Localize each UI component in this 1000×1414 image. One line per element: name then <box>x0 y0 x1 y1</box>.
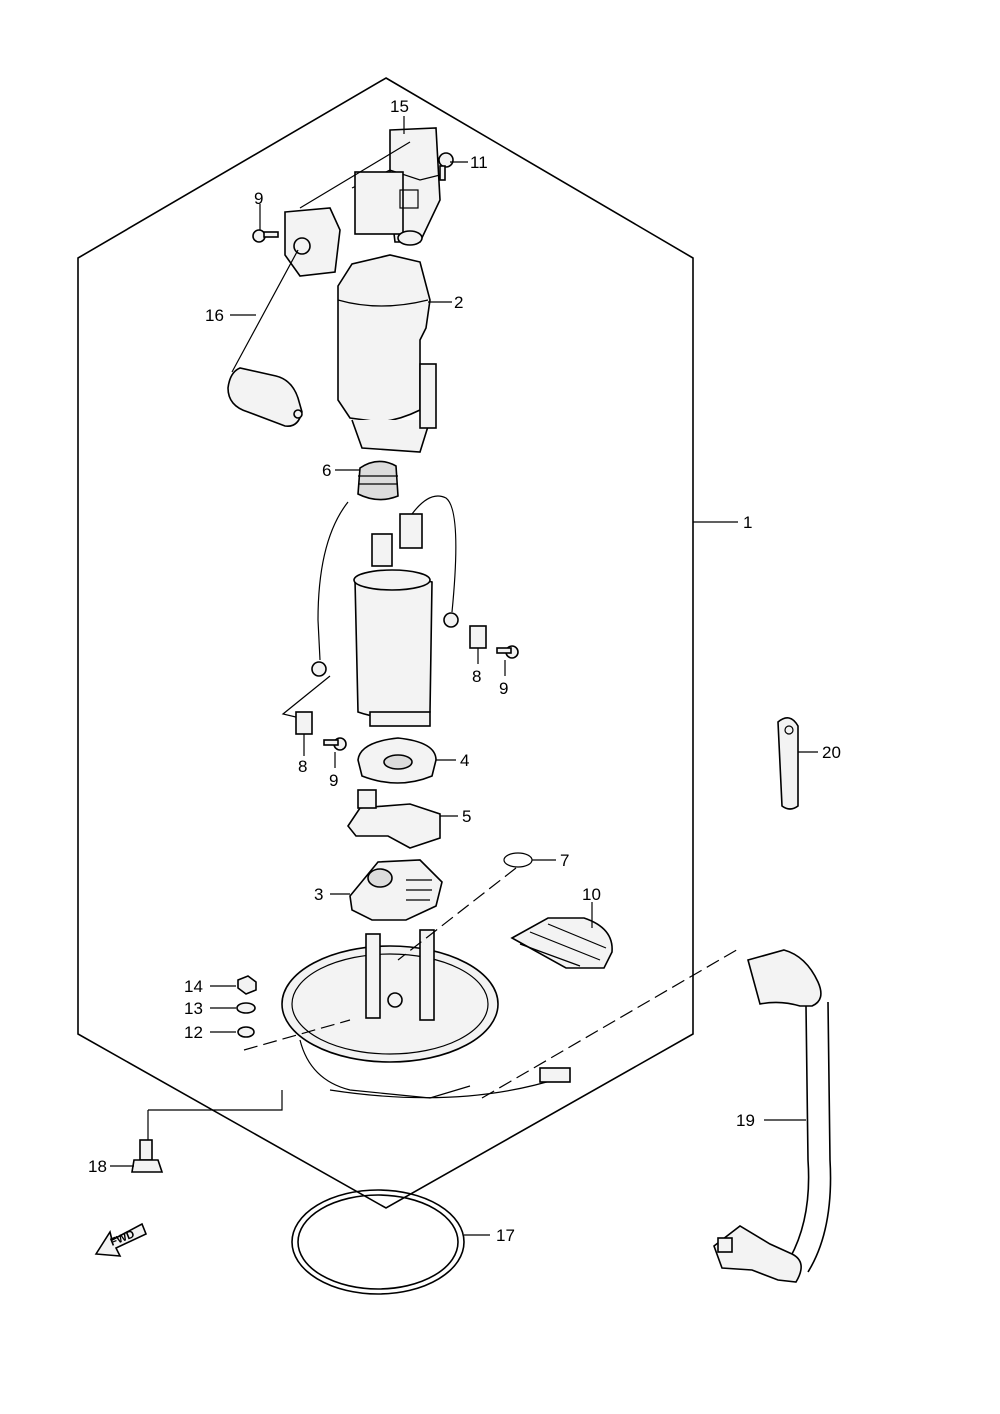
leader-18 <box>147 1090 283 1144</box>
callout-9-right: 9 <box>499 679 508 698</box>
callout-4: 4 <box>460 751 469 770</box>
callout-15: 15 <box>390 97 409 116</box>
callout-18: 18 <box>88 1157 107 1176</box>
part-3-fuel-filter <box>349 859 443 921</box>
callout-1: 1 <box>743 513 752 532</box>
part-14-nut <box>237 975 257 995</box>
part-5-plate <box>347 789 441 849</box>
callout-16: 16 <box>205 306 224 325</box>
callout-leaders <box>110 116 818 1236</box>
part-16-fuel-level-sender <box>227 207 341 428</box>
callout-8-right: 8 <box>472 667 481 686</box>
callout-8-left: 8 <box>298 757 307 776</box>
callout-17: 17 <box>496 1226 515 1245</box>
callout-9-upper: 9 <box>254 189 263 208</box>
callout-9-left: 9 <box>329 771 338 790</box>
callout-5: 5 <box>462 807 471 826</box>
part-17-gasket <box>291 1189 465 1295</box>
part-17-gasket-inner <box>297 1194 459 1290</box>
part-9-screw-upper <box>252 229 279 243</box>
leader-dashed-12 <box>243 1019 351 1051</box>
part-20-clamp <box>777 717 799 810</box>
part-15-bracket <box>299 127 441 243</box>
part-10-filter-mesh <box>510 917 613 969</box>
callout-7: 7 <box>560 851 569 870</box>
assembly-outline <box>77 77 694 1209</box>
part-4-pump-holder <box>357 737 437 784</box>
part-8-washer-left <box>295 711 313 735</box>
callout-6: 6 <box>322 461 331 480</box>
callout-14: 14 <box>184 977 203 996</box>
part-11-screw <box>438 152 454 181</box>
callout-2: 2 <box>454 293 463 312</box>
callout-20: 20 <box>822 743 841 762</box>
callout-11: 11 <box>470 153 488 172</box>
pump-base-plate <box>281 929 571 1099</box>
part-7-o-ring <box>503 852 533 868</box>
forward-direction-indicator: FWD <box>94 1222 148 1257</box>
leader-dashed-19 <box>481 947 741 1099</box>
part-12-lock-washer <box>237 1026 255 1038</box>
callout-13: 13 <box>184 999 203 1018</box>
callout-3: 3 <box>314 885 323 904</box>
part-8-washer-right <box>469 625 487 649</box>
callout-19: 19 <box>736 1111 755 1130</box>
part-2-pump-housing <box>337 230 437 453</box>
leader-dashed-7 <box>397 867 517 961</box>
part-19-fuel-hose <box>713 949 832 1283</box>
fuel-pump-motor <box>311 495 459 727</box>
part-9-screw-left <box>323 737 347 751</box>
part-6-cushion <box>357 460 399 501</box>
part-13-washer <box>236 1002 256 1014</box>
callout-12: 12 <box>184 1023 203 1042</box>
part-18-bolt <box>131 1139 164 1173</box>
part-9-screw-right <box>496 645 519 659</box>
motor-lead-line <box>281 675 331 719</box>
callout-10: 10 <box>582 885 601 904</box>
